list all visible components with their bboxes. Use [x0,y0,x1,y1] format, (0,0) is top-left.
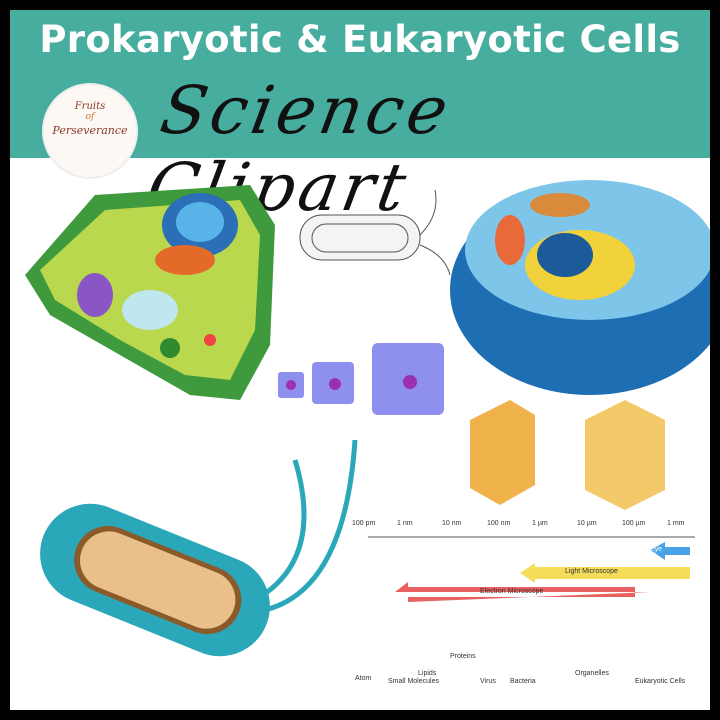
scale-tick: 100 pm [352,520,376,527]
scale-tick: 10 µm [577,520,597,527]
electron-microscope-arrow [395,582,650,602]
light-microscope-arrow [520,563,690,583]
scale-item-label: Small Molecules [388,678,439,685]
logo-text-1: Fruits [74,101,106,112]
scale-tick: 100 µm [622,520,646,527]
scale-tick: 1 nm [397,520,413,527]
surface-area-cubes-image [278,343,665,510]
scale-item-label: Organelles [575,670,609,677]
bacterium-image [40,439,358,657]
scale-tick: 1 µm [532,520,548,527]
animal-cell-image [450,180,710,395]
logo-text-3: Perseverance [52,124,128,137]
eye-arrow [650,542,690,560]
scale-item-label: Lipids [418,670,437,677]
plant-cell-image [25,185,275,400]
scale-item-label: Atom [355,675,372,682]
size-scale-diagram [368,536,695,602]
labeled-bacterium-image [299,189,451,276]
light-microscope-label: Light Microscope [565,568,618,575]
scale-tick: 100 nm [487,520,511,527]
scale-item-label: Virus [480,678,496,685]
scale-item-label: Eukaryotic Cells [635,678,686,685]
page-title: Prokaryotic & Eukaryotic Cells [39,18,681,61]
scale-tick: 10 nm [442,520,462,527]
clipart-illustrations [25,180,710,657]
scale-item-label: Bacteria [510,678,536,685]
scale-item-label: Proteins [450,653,476,660]
eye-label: Eye [650,546,663,553]
logo-text-2: of [85,112,95,122]
brand-logo: Fruits of Perseverance [42,83,138,179]
scale-tick: 1 mm [667,520,685,527]
product-thumbnail: Prokaryotic & Eukaryotic Cells Science C… [10,10,710,710]
electron-microscope-label: Electron Microscope [480,588,544,595]
